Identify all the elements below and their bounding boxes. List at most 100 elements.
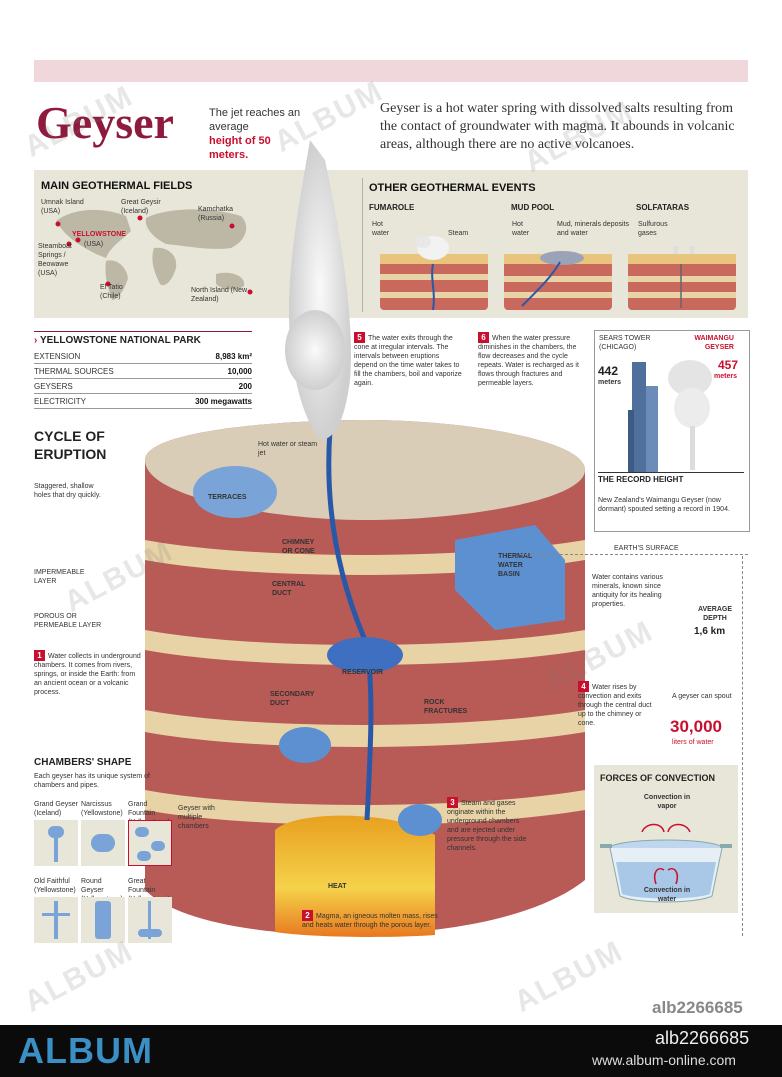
solfataras-gas: Sulfurous gases xyxy=(638,221,668,237)
yellowstone-label: YELLOWSTONE xyxy=(72,230,126,239)
chimney-label: CHIMNEY OR CONE xyxy=(282,539,315,555)
record-rule xyxy=(598,472,744,473)
park-row-value: 200 xyxy=(161,378,252,394)
fumarole-title: FUMAROLE xyxy=(369,203,415,212)
park-row-value: 300 megawatts xyxy=(161,393,252,409)
impermeable-label: IMPERMEABLE LAYER xyxy=(34,569,85,585)
central-duct-label: CENTRAL DUCT xyxy=(272,581,306,597)
step-1-text: Water collects in underground chambers. … xyxy=(34,653,141,696)
waimangu-value: 457 xyxy=(718,358,739,372)
chamber-multi-label: Geyser with multiple chambers xyxy=(178,805,215,830)
park-row-value: 8,983 km² xyxy=(161,349,252,364)
chamber-pipe xyxy=(54,836,58,862)
record-box xyxy=(594,330,750,532)
chamber-diagram xyxy=(81,897,125,943)
step-3-badge: 3 xyxy=(447,797,458,808)
convection-vapor-label: Convection in vapor xyxy=(643,794,691,810)
yellowstone-name: YELLOWSTONE xyxy=(72,231,126,238)
heat-label: HEAT xyxy=(328,883,347,890)
northisland-label: North Island (New Zealand) xyxy=(191,287,248,303)
sears-unit: meters xyxy=(598,379,621,386)
sears-value: 442 xyxy=(598,364,619,378)
park-row-label: ELECTRICITY xyxy=(34,393,162,409)
secondary-duct-label: SECONDARY DUCT xyxy=(270,691,315,707)
convection-title: FORCES OF CONVECTION xyxy=(600,773,716,783)
terraces-label: TERRACES xyxy=(208,494,247,501)
step-2-badge: 2 xyxy=(302,910,313,921)
park-title-text: YELLOWSTONE NATIONAL PARK xyxy=(39,335,201,346)
kamchatka-label: Kamchatka (Russia) xyxy=(198,206,234,222)
chamber-shape xyxy=(138,929,162,937)
geysir-marker xyxy=(137,215,143,221)
convection-water-label: Convection in water xyxy=(643,887,691,903)
steamboat-label: Steamboat Springs / Beowawe (USA) xyxy=(38,243,72,277)
album-logo: ALBUM xyxy=(18,1030,153,1071)
chambers-desc: Each geyser has its unique system of cha… xyxy=(34,773,150,789)
yellowstone-country-label: (USA) xyxy=(84,241,104,248)
step-1-badge: 1 xyxy=(34,650,45,661)
watermark: ALBUM xyxy=(18,934,139,1019)
footer-site[interactable]: www.album-online.com xyxy=(592,1052,736,1068)
step-5-badge: 5 xyxy=(354,332,365,343)
earth-surface-label: EARTH'S SURFACE xyxy=(614,545,679,552)
chamber-pipe xyxy=(54,901,58,939)
page-title: Geyser xyxy=(36,97,174,148)
hotwater-label: Hot water or steam jet xyxy=(258,441,318,457)
depth-line xyxy=(742,556,744,936)
footer-id: alb2266685 xyxy=(655,1028,750,1048)
chamber-pipe xyxy=(42,913,70,916)
image-id-label: alb2266685 xyxy=(652,998,743,1017)
umnak-label: Umnak Island (USA) xyxy=(41,199,84,215)
terraces-note: Staggered, shallow holes that dry quickl… xyxy=(34,483,101,499)
porous-label: POROUS OR PERMEABLE LAYER xyxy=(34,613,102,629)
chamber-item-oldfaithful: Old Faithful (Yellowstone) xyxy=(34,877,78,943)
eltatio-marker xyxy=(105,281,111,287)
avg-depth-value: 1,6 km xyxy=(694,626,726,637)
step-4-text: Water rises by convection and exits thro… xyxy=(578,684,652,727)
step-2-text: Magma, an igneous molten mass, rises and… xyxy=(302,913,438,929)
intro-text: Geyser is a hot water spring with dissol… xyxy=(380,101,735,152)
mudpool-mud: Mud, minerals deposits and water xyxy=(557,221,629,237)
park-row-label: GEYSERS xyxy=(34,378,162,394)
waimangu-unit: meters xyxy=(714,373,737,380)
footer-bar xyxy=(0,1025,782,1077)
park-chevron-icon: › xyxy=(34,335,40,346)
chamber-name: Round Geyser (Yellowstone) xyxy=(81,878,123,903)
chamber-diagram xyxy=(128,897,172,943)
earth-surface-line xyxy=(520,554,748,556)
top-band xyxy=(34,60,748,82)
step-6-text: When the water pressure diminishes in th… xyxy=(478,335,579,387)
fumarole-illustration xyxy=(380,236,488,311)
chamber-pipe xyxy=(148,901,151,939)
basin-note: Water contains various minerals, known s… xyxy=(592,574,663,608)
world-map xyxy=(55,209,253,301)
step-5-text: The water exits through the cone at irre… xyxy=(354,335,462,387)
spout-value: 30,000 xyxy=(670,717,722,736)
fields-title: MAIN GEOTHERMAL FIELDS xyxy=(41,180,193,192)
basin-label: THERMAL WATER BASIN xyxy=(498,553,533,578)
park-row-label: THERMAL SOURCES xyxy=(34,363,162,379)
chamber-name: Great Fountain (Yellowstone) xyxy=(128,878,170,903)
chamber-name: Old Faithful (Yellowstone) xyxy=(34,878,76,894)
chamber-item-grandgeyser: Grand Geyser (Iceland) xyxy=(34,800,78,866)
solfataras-title: SOLFATARAS xyxy=(636,203,690,212)
chamber-shape xyxy=(95,901,111,939)
chamber-item-roundgeyser: Round Geyser (Yellowstone) xyxy=(81,877,125,943)
solfataras-illustration xyxy=(628,246,736,310)
events-title: OTHER GEOTHERMAL EVENTS xyxy=(369,182,536,194)
step-4-badge: 4 xyxy=(578,681,589,692)
park-row-value: 10,000 xyxy=(161,363,252,379)
yellowstone-marker xyxy=(75,237,81,243)
chamber-shape xyxy=(137,851,151,861)
spout-unit: liters of water xyxy=(672,739,714,746)
eltatio-label: El Tatio (Chile) xyxy=(100,284,123,300)
spout-text: A geyser can spout xyxy=(672,693,732,700)
chamber-diagram xyxy=(34,820,78,866)
fumarole-steam: Steam xyxy=(448,230,469,237)
chamber-shape xyxy=(151,841,165,851)
step-6-badge: 6 xyxy=(478,332,489,343)
